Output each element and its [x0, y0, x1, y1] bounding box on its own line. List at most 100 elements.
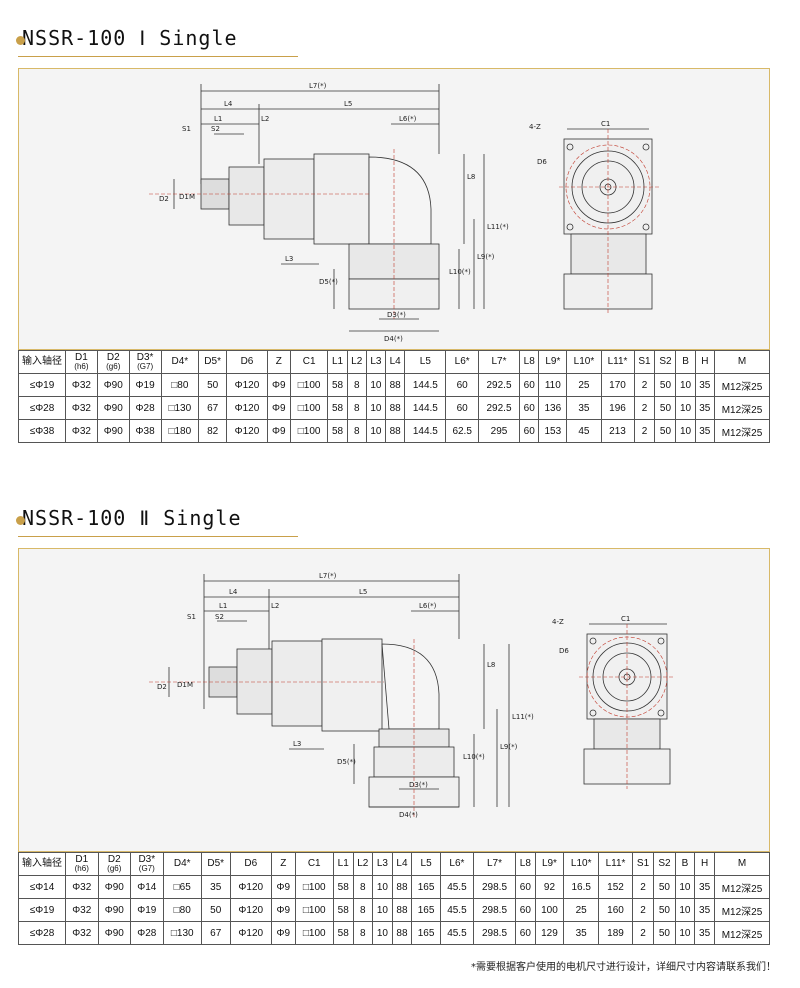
table-cell: Φ28	[130, 921, 164, 945]
table-cell: M12深25	[714, 373, 770, 397]
table-cell: ≤Φ38	[18, 419, 66, 443]
table-cell: 144.5	[404, 419, 447, 443]
header-h: H	[694, 852, 715, 876]
table-cell: Φ9	[271, 898, 296, 922]
table-cell: 62.5	[445, 419, 479, 443]
dim-label-z: 4-Z	[529, 123, 541, 131]
table-cell: 50	[654, 419, 677, 443]
header-l5: L5	[404, 350, 447, 374]
table-cell: 10	[365, 373, 387, 397]
dim-label-s2: S2	[211, 125, 220, 133]
table-cell: 60	[515, 921, 536, 945]
table-cell: M12深25	[714, 419, 770, 443]
dim-label-l5: L5	[359, 588, 367, 596]
header-l11: L11*	[598, 852, 633, 876]
table-cell: 60	[515, 898, 536, 922]
table-cell: 35	[694, 419, 716, 443]
table-cell: 16.5	[563, 875, 600, 899]
table-cell: Φ9	[271, 921, 296, 945]
dim-label-l6: L6(*)	[399, 115, 417, 123]
table-cell: Φ90	[96, 419, 130, 443]
section-2-spec-table: 输入轴径 D1(h6) D2(g6) D3*(G7) D4* D5* D6 Z …	[18, 852, 770, 945]
table-cell: Φ90	[96, 373, 130, 397]
dim-label-l1: L1	[214, 115, 222, 123]
section-1-spec-table: 输入轴径 D1(h6) D2(g6) D3*(G7) D4* D5* D6 Z …	[18, 350, 770, 443]
table-cell: 10	[674, 875, 696, 899]
header-l4: L4	[385, 350, 406, 374]
table-cell: □65	[162, 875, 202, 899]
dim-label-d1: D1	[177, 681, 187, 689]
dim-label-d6: D6	[537, 158, 547, 166]
table-cell: 165	[411, 898, 441, 922]
table-cell: Φ28	[128, 396, 162, 420]
header-l10: L10*	[566, 350, 602, 374]
dim-label-s1: S1	[182, 125, 191, 133]
table-cell: Φ14	[130, 875, 164, 899]
table-cell: 88	[385, 419, 406, 443]
table-cell: 2	[631, 875, 655, 899]
header-l9: L9*	[534, 852, 565, 876]
header-l1: L1	[327, 350, 348, 374]
dim-label-l4: L4	[229, 588, 238, 596]
section-1-drawing-panel: L7(*) L4 L5 L1 L2 S1 S2 L6(*) L8 L11(*) …	[18, 68, 770, 350]
dim-label-d5: D5(*)	[319, 278, 338, 286]
table-cell: 144.5	[404, 373, 447, 397]
header-s2: S2	[653, 852, 676, 876]
header-d3: D3*(G7)	[128, 350, 162, 374]
header-l7: L7*	[477, 350, 521, 374]
header-d5: D5*	[198, 350, 228, 374]
header-b: B	[675, 350, 696, 374]
table-cell: 50	[654, 396, 677, 420]
table-header-row: 输入轴径 D1(h6) D2(g6) D3*(G7) D4* D5* D6 Z …	[18, 350, 770, 374]
table-cell: 10	[372, 875, 393, 899]
table-cell: Φ120	[226, 396, 268, 420]
table-cell: □100	[289, 373, 329, 397]
section-2-title-rule	[18, 536, 298, 537]
table-cell: 25	[566, 373, 602, 397]
footnote: *需要根据客户使用的电机尺寸进行设计，详细尺寸内容请联系我们！	[471, 962, 776, 973]
table-cell: 35	[694, 875, 715, 899]
table-cell: 10	[675, 419, 696, 443]
dim-label-l2: L2	[261, 115, 269, 123]
dim-label-l2: L2	[271, 602, 279, 610]
table-cell: 298.5	[472, 898, 517, 922]
table-cell: 152	[598, 875, 633, 899]
table-cell: 58	[327, 419, 348, 443]
table-cell: 60	[445, 373, 479, 397]
header-l6: L6*	[439, 852, 474, 876]
header-d6: D6	[229, 852, 273, 876]
table-cell: 298.5	[472, 921, 517, 945]
header-c1: C1	[294, 852, 334, 876]
table-cell: □100	[294, 921, 334, 945]
table-cell: 10	[674, 898, 696, 922]
title-bullet-icon	[16, 36, 25, 45]
title-bullet-icon	[16, 516, 25, 525]
table-cell: Φ120	[229, 921, 273, 945]
dim-label-l9: L9(*)	[500, 743, 518, 751]
table-cell: Φ32	[65, 396, 98, 420]
dim-label-l9: L9(*)	[477, 253, 495, 261]
table-cell: 2	[633, 373, 656, 397]
table-cell: Φ120	[229, 875, 273, 899]
table-cell: M12深25	[714, 875, 770, 899]
dim-label-l11: L11(*)	[487, 223, 509, 231]
header-d4: D4*	[162, 852, 202, 876]
table-cell: 92	[534, 875, 565, 899]
dim-label-l4: L4	[224, 100, 233, 108]
table-cell: Φ90	[97, 898, 132, 922]
table-cell: 25	[563, 898, 600, 922]
table-cell: 10	[675, 396, 696, 420]
table-cell: 153	[538, 419, 568, 443]
table-cell: 213	[600, 419, 635, 443]
table-cell: 60	[519, 373, 540, 397]
dim-label-d3: D3(*)	[387, 311, 406, 319]
dim-label-c1: C1	[621, 615, 630, 623]
table-cell: □100	[294, 898, 334, 922]
header-l8: L8	[515, 852, 536, 876]
table-cell: 10	[365, 396, 387, 420]
dim-label-d5: D5(*)	[337, 758, 356, 766]
table-cell: 60	[519, 396, 540, 420]
header-input-shaft: 输入轴径	[18, 350, 66, 374]
